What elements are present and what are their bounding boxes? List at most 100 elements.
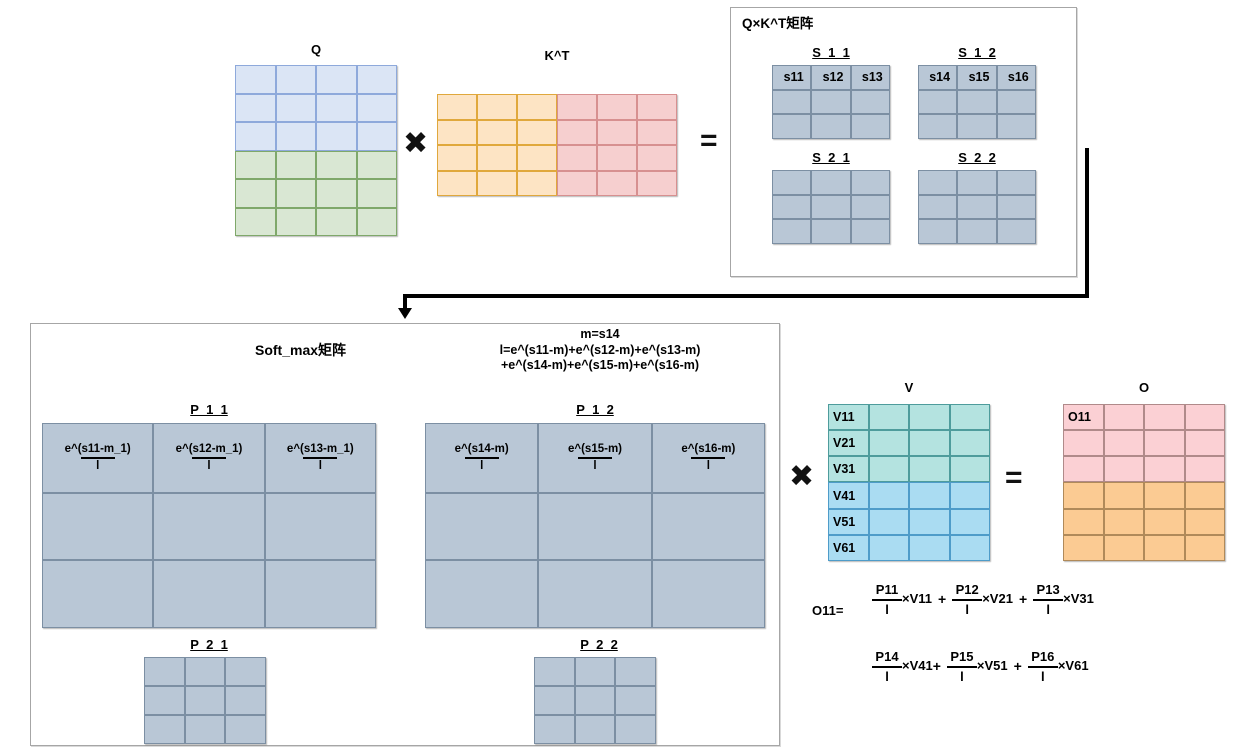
p-cell-fraction: e^(s16-m) l [681,443,735,472]
o-cell [1144,508,1185,535]
s-cell [957,219,997,244]
fraction-denominator: l [965,601,970,617]
p-2-2-matrix [534,657,656,744]
s-cell [772,194,812,220]
p-cell [615,657,656,686]
o11-term: P15 l ×V51 [946,650,1008,683]
q-cell [356,207,397,236]
o11-vector: ×V51 [976,658,1008,674]
p-cell: e^(s14-m) l [425,423,539,493]
p-2-2-label: P_2_2 [580,637,618,652]
q-cell [316,122,357,151]
softmax-formula: m=s14 l=e^(s11-m)+e^(s12-m)+e^(s13-m) +e… [440,327,760,374]
v-cell [909,508,950,535]
o-cell [1103,430,1144,457]
kt-cell [517,170,557,196]
qkt-box-title: Q×K^T矩阵 [742,16,814,31]
s-cell: s16 [996,65,1036,90]
p-cell: e^(s13-m_1) l [264,423,376,493]
q-cell [316,207,357,236]
o11-fraction: P11 l [872,583,902,616]
kt-cell [557,170,597,196]
p-1-1-matrix: e^(s11-m_1) l e^(s12-m_1) l e^(s13-m_1) … [42,423,376,628]
kt-cell [477,145,517,171]
s-cell [811,170,851,195]
fraction-denominator: l [207,460,211,472]
s-cell [918,170,958,195]
o-cell [1184,456,1225,483]
s-2-1-label: S_2_1 [812,150,850,165]
s-cell [811,89,851,115]
q-cell [235,179,276,208]
fraction-denominator: l [318,460,322,472]
p-1-2-label: P_1_2 [576,402,614,417]
equals-icon: = [700,124,718,157]
o-matrix: O11 [1063,404,1225,561]
p-cell [534,686,575,715]
p-cell [184,657,226,686]
q-cell [356,65,397,94]
fraction-denominator: l [593,460,597,472]
v-cell [868,482,909,509]
o-cell [1063,534,1104,561]
kt-cell [557,94,597,120]
p-cell: e^(s16-m) l [651,423,765,493]
v-cell: V31 [828,456,869,483]
p-cell [425,493,539,560]
o-cell [1103,456,1144,483]
q-cell [235,93,276,122]
q-cell [356,93,397,122]
p-2-1-label: P_2_1 [190,637,228,652]
softmax-title: Soft_max矩阵 [255,342,347,358]
p-cell [144,686,185,715]
q-cell [275,65,316,94]
q-cell [316,179,357,208]
o-cell [1184,430,1225,457]
kt-matrix-label: K^T [544,48,570,63]
o-cell [1103,508,1144,535]
v-cell [909,404,950,431]
q-cell [356,179,397,208]
s-cell [996,194,1036,220]
v-cell [868,456,909,483]
fraction-denominator: l [885,668,889,684]
kt-cell [437,119,477,145]
s-cell [918,219,958,244]
fraction-denominator: l [1041,668,1045,684]
s-2-2-label: S_2_2 [958,150,996,165]
p-cell [534,715,575,744]
o11-formula-row-1: P11 l ×V11 + P12 l ×V21 + P13 l ×V31 [872,583,1094,616]
s-cell [811,114,851,139]
o-cell [1063,430,1104,457]
p-cell [153,560,265,628]
s-cell [850,194,890,220]
v-cell [909,430,950,457]
o11-fraction: P13 l [1033,582,1064,616]
s-cell [850,89,890,115]
s-cell [957,170,997,195]
fraction-numerator: P13 [1036,582,1060,597]
s-cell: s14 [918,65,958,90]
fraction-bar [691,457,726,459]
p-cell [153,493,265,560]
v-cell [868,430,909,457]
s-1-1-matrix: s11 s12 s13 [772,65,890,139]
o11-fraction: P14 l [872,650,902,683]
o-cell-label: O11 [1068,410,1091,425]
q-cell [316,93,357,122]
fraction-bar [191,457,226,459]
o-cell [1144,534,1185,561]
fraction-denominator: l [885,601,889,617]
q-cell [275,150,316,179]
flow-arrow-head-icon [398,308,412,319]
p-2-1-matrix [144,657,266,744]
s-cell [996,170,1036,195]
v-cell-label: V31 [833,462,856,477]
v-cell [949,430,990,457]
o11-fraction: P16 l [1027,650,1058,684]
fraction-numerator: P14 [875,649,899,664]
v-cell [949,508,990,535]
s-cell [772,89,812,115]
kt-cell [517,145,557,171]
o11-formula-row-2: P14 l ×V41 + P15 l ×V51 + P16 l ×V61 [872,650,1089,683]
